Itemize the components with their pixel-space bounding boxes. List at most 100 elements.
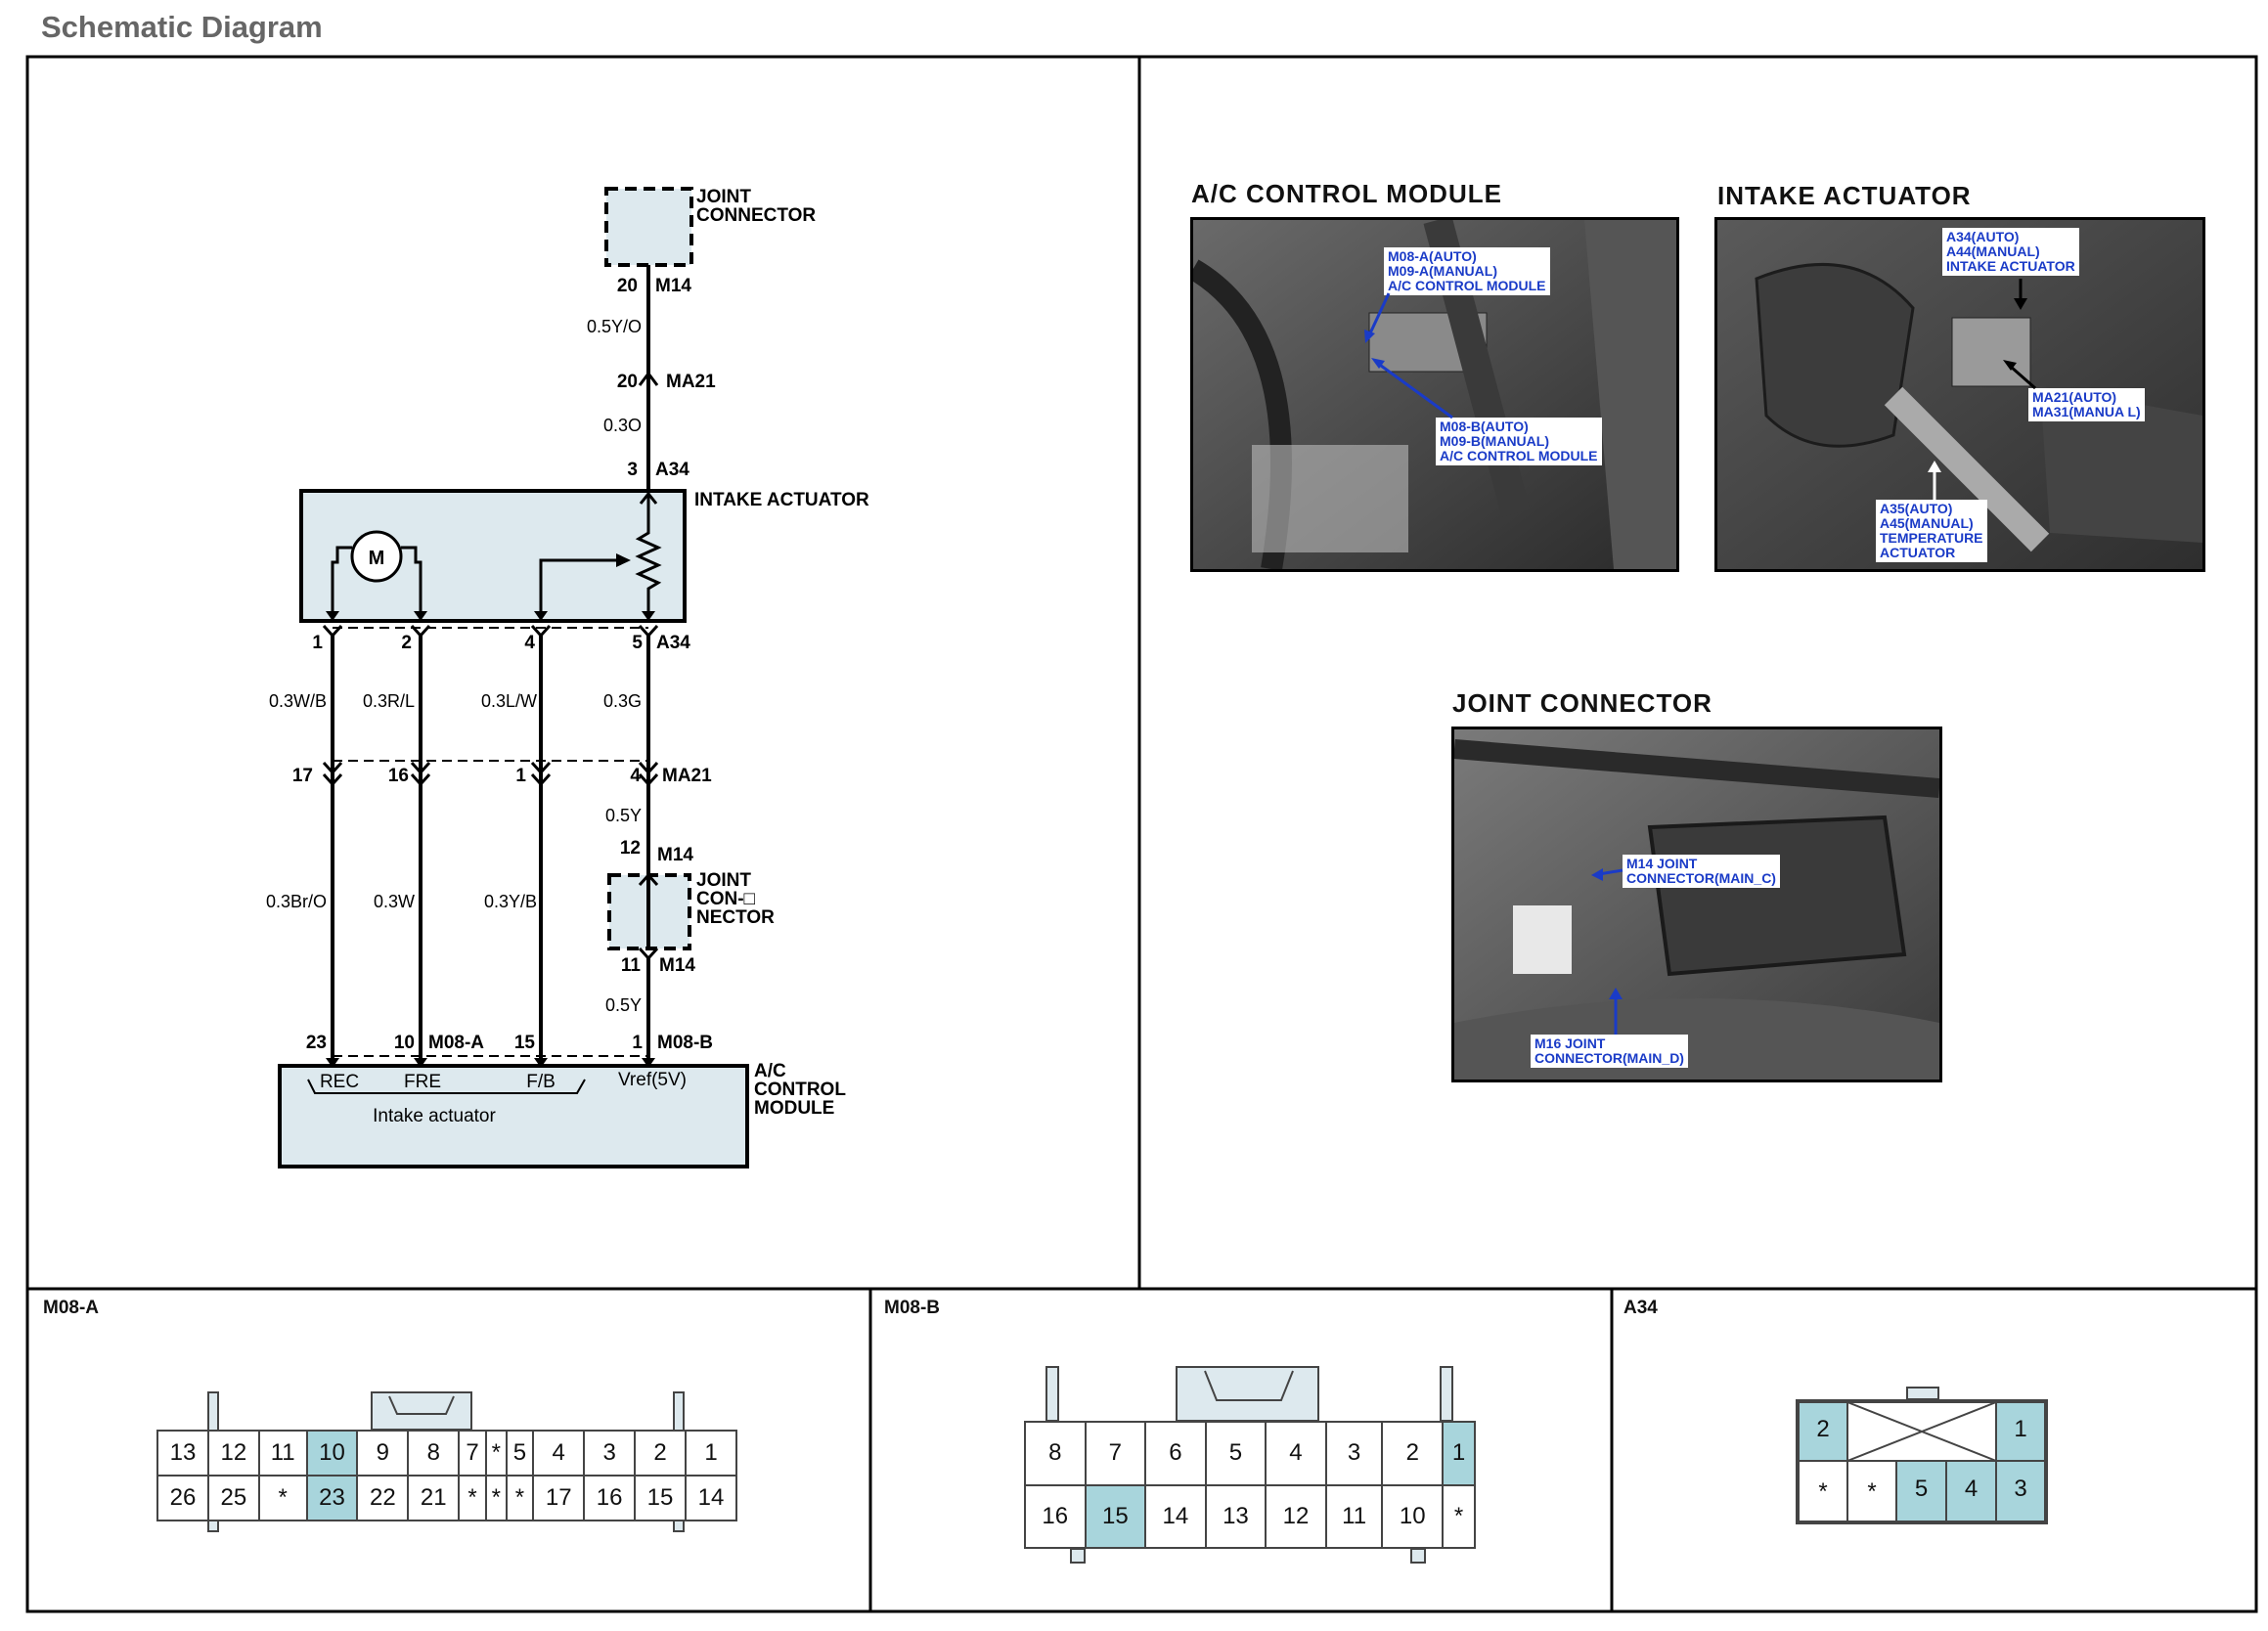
frame bbox=[25, 55, 2258, 1613]
wire-label: 0.5Y bbox=[605, 995, 642, 1015]
pin-label: 20 bbox=[617, 276, 638, 296]
pin-cell: * bbox=[458, 1475, 487, 1521]
pin-cell: * bbox=[485, 1475, 508, 1521]
page-title: Schematic Diagram bbox=[41, 10, 323, 44]
photo-title-ac-control-module: A/C CONTROL MODULE bbox=[1191, 179, 1502, 208]
pin-row: 13 12 11 10 9 8 7 * 5 4 3 2 1 bbox=[156, 1430, 738, 1477]
pin-cell: 1 bbox=[2014, 1416, 2027, 1442]
connector-m08b-pins: 8 7 6 5 4 3 2 1 16 15 14 13 12 11 10 * bbox=[1024, 1421, 1476, 1549]
pin-label: 23 bbox=[306, 1033, 327, 1053]
pin-cell: 25 bbox=[206, 1475, 260, 1521]
pin-cell: 2 bbox=[1816, 1416, 1830, 1442]
pin-row: 8 7 6 5 4 3 2 1 bbox=[1024, 1421, 1476, 1486]
pin-cell: 2 bbox=[1381, 1421, 1445, 1486]
connector-label-m08a: M08-A bbox=[428, 1033, 484, 1053]
connector-title-m08b: M08-B bbox=[884, 1298, 941, 1318]
wire-label: 0.5Y/O bbox=[587, 317, 642, 336]
a34-housing bbox=[1906, 1387, 1939, 1400]
pin-cell: 3 bbox=[1324, 1421, 1384, 1486]
motor-icon bbox=[350, 530, 403, 583]
rec-label: REC bbox=[320, 1072, 359, 1092]
pin-cell: 2 bbox=[634, 1430, 687, 1477]
pin-cell: 7 bbox=[458, 1430, 487, 1477]
ac-module-label2: CONTROL bbox=[754, 1080, 846, 1100]
pin-cell: 11 bbox=[1324, 1483, 1384, 1549]
pin-cell: 5 bbox=[1204, 1421, 1267, 1486]
wire-label: 0.3G bbox=[603, 691, 642, 711]
connector-title-a34: A34 bbox=[1623, 1298, 1658, 1318]
pin-cell: 7 bbox=[1084, 1421, 1147, 1486]
resistor-icon bbox=[635, 491, 662, 611]
pin-cell: 14 bbox=[684, 1475, 738, 1521]
ac-module-label1: A/C bbox=[754, 1061, 786, 1081]
wire-label: 0.3W bbox=[374, 892, 415, 911]
connector-label-a34: A34 bbox=[656, 633, 690, 653]
intake-actuator-sublabel: Intake actuator bbox=[373, 1106, 496, 1126]
pin-cell: 5 bbox=[1914, 1476, 1929, 1502]
photo-title-joint-connector: JOINT CONNECTOR bbox=[1452, 688, 1712, 718]
pin-cell: 15 bbox=[634, 1475, 687, 1521]
callout-m16: M16 JOINT CONNECTOR(MAIN_D) bbox=[1531, 1035, 1688, 1068]
pin-cell: 9 bbox=[356, 1430, 410, 1477]
joint-connector-mid-label3: NECTOR bbox=[696, 907, 775, 928]
vref-label: Vref(5V) bbox=[618, 1070, 687, 1090]
photo-joint-connector: M14 JOINT CONNECTOR(MAIN_C) M16 JOINT CO… bbox=[1451, 727, 1942, 1082]
fre-label: FRE bbox=[404, 1072, 441, 1092]
wire-label: 0.3R/L bbox=[363, 691, 415, 711]
pin-cell: 13 bbox=[156, 1430, 209, 1477]
pin-cell: * bbox=[1442, 1483, 1476, 1549]
connector-label-m14: M14 bbox=[655, 276, 691, 296]
pin-cell: 14 bbox=[1144, 1483, 1207, 1549]
pin-cell: * bbox=[1818, 1478, 1828, 1505]
pin-cell: * bbox=[257, 1475, 308, 1521]
pin-cell: 3 bbox=[583, 1430, 637, 1477]
photo-ac-control-module: M08-A(AUTO) M09-A(MANUAL) A/C CONTROL MO… bbox=[1190, 217, 1679, 572]
pin-cell: 10 bbox=[305, 1430, 359, 1477]
pin-cell: * bbox=[485, 1430, 508, 1477]
m08b-housing bbox=[1045, 1366, 1453, 1564]
pin-cell: 5 bbox=[505, 1430, 535, 1477]
pin-label: 17 bbox=[292, 766, 313, 786]
joint-connector-top-label2: CONNECTOR bbox=[696, 205, 816, 226]
pin-label: 5 bbox=[632, 633, 643, 653]
pin-label: 2 bbox=[401, 633, 412, 653]
pin-row: 26 25 * 23 22 21 * * * 17 16 15 14 bbox=[156, 1475, 738, 1521]
m08a-housing bbox=[207, 1391, 685, 1532]
pin-cell: 6 bbox=[1144, 1421, 1207, 1486]
pin-cell: * bbox=[505, 1475, 535, 1521]
photo-intake-actuator: A34(AUTO) A44(MANUAL) INTAKE ACTUATOR MA… bbox=[1714, 217, 2205, 572]
joint-connector-mid-label2: CON-□ bbox=[696, 889, 756, 909]
callout-a34: A34(AUTO) A44(MANUAL) INTAKE ACTUATOR bbox=[1942, 228, 2079, 276]
pin-cell: 8 bbox=[407, 1430, 461, 1477]
pin-cell: 22 bbox=[356, 1475, 410, 1521]
wire-label: 0.3Y/B bbox=[484, 892, 537, 911]
pin-cell: 17 bbox=[532, 1475, 586, 1521]
fb-label: F/B bbox=[526, 1072, 556, 1092]
pin-cell: 26 bbox=[156, 1475, 209, 1521]
pin-cell: 4 bbox=[1265, 1421, 1327, 1486]
pin-cell: 1 bbox=[1442, 1421, 1476, 1486]
callout-m14: M14 JOINT CONNECTOR(MAIN_C) bbox=[1623, 855, 1780, 888]
pin-cell: 8 bbox=[1024, 1421, 1087, 1486]
pin-label: 4 bbox=[630, 766, 641, 786]
pin-label: 4 bbox=[524, 633, 535, 653]
pin-label: 15 bbox=[514, 1033, 536, 1053]
pin-cell: 3 bbox=[2014, 1476, 2027, 1502]
pin-cell: 15 bbox=[1084, 1483, 1147, 1549]
wire-label: 0.3L/W bbox=[481, 691, 537, 711]
wire-label: 0.5Y bbox=[605, 806, 642, 825]
ac-module-label3: MODULE bbox=[754, 1098, 834, 1119]
pin-label: 12 bbox=[620, 838, 641, 859]
pin-cell: 10 bbox=[1381, 1483, 1445, 1549]
callout-a35: A35(AUTO) A45(MANUAL) TEMPERATURE ACTUAT… bbox=[1876, 500, 1987, 562]
wire-label: 0.3O bbox=[603, 416, 642, 435]
connector-title-m08a: M08-A bbox=[43, 1298, 100, 1318]
pin-cell: 13 bbox=[1204, 1483, 1267, 1549]
wire-label: 0.3W/B bbox=[269, 691, 327, 711]
motor-label: M bbox=[369, 548, 385, 569]
connector-m08a-pins: 13 12 11 10 9 8 7 * 5 4 3 2 1 26 25 * 23… bbox=[156, 1430, 738, 1521]
pin-label: 1 bbox=[632, 1033, 643, 1053]
connector-label-m14: M14 bbox=[659, 955, 695, 976]
pin-cell: 12 bbox=[206, 1430, 260, 1477]
